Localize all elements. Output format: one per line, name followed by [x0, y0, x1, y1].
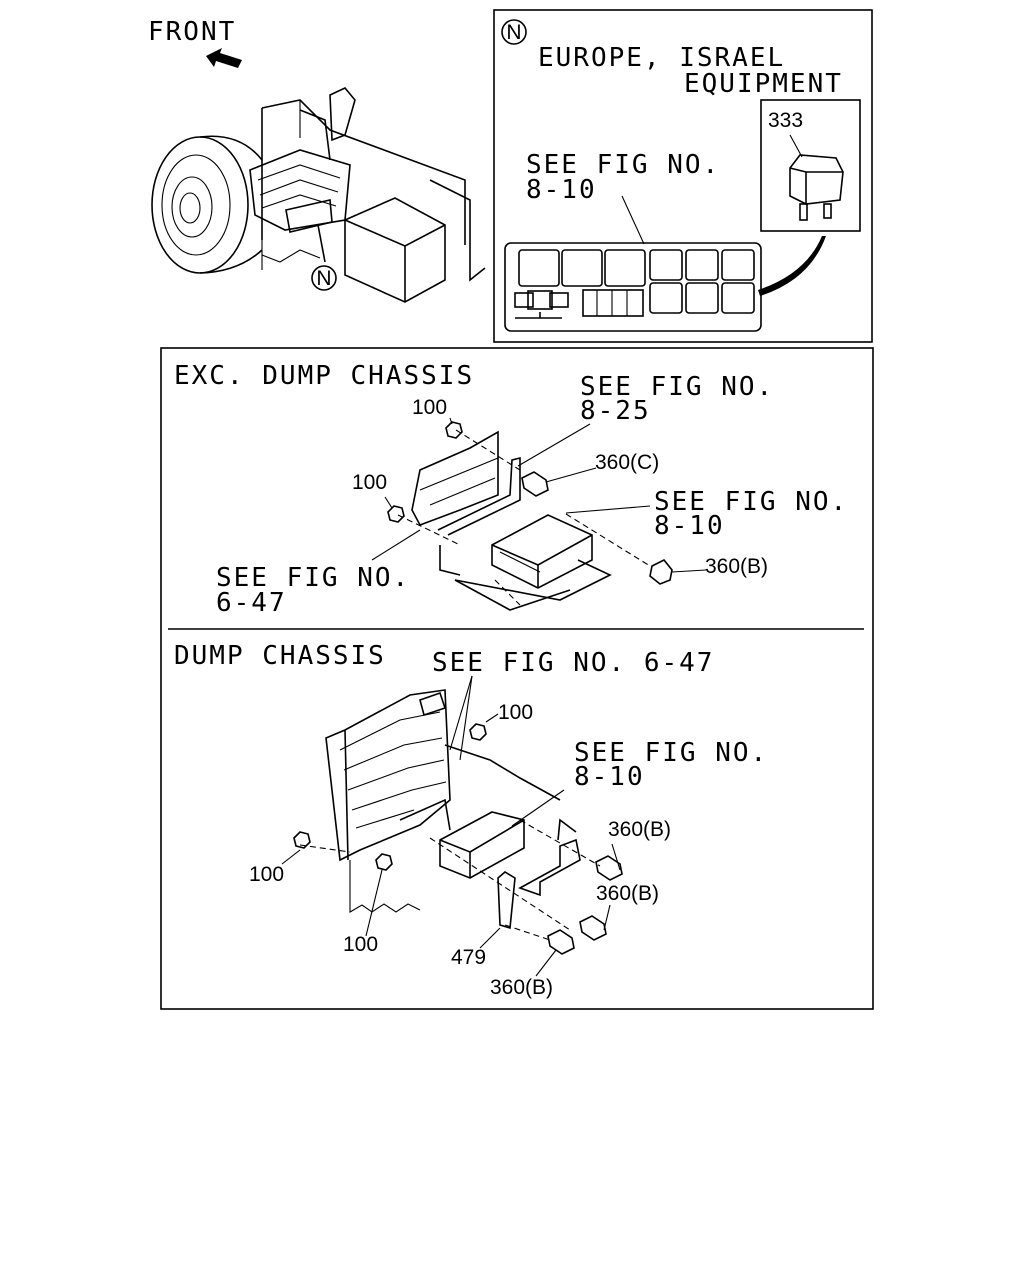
dump-part-360b-2: 360(B) — [596, 882, 659, 905]
dump-see-fig-mid-line2: 8-10 — [574, 762, 645, 792]
detail-n-title-line1: EUROPE, ISRAEL — [538, 43, 785, 73]
fuse-box-drawing — [504, 242, 762, 332]
wheel-drawing — [151, 135, 263, 274]
exc-dump-see-fig-b-line2: 8-10 — [654, 511, 725, 541]
exc-dump-see-fig-c-line2: 6-47 — [216, 588, 287, 618]
front-label: FRONT — [148, 17, 236, 47]
dump-see-fig-mid-line1: SEE FIG NO. — [574, 738, 768, 768]
detail-n-see-fig-line2: 8-10 — [526, 175, 597, 205]
dump-part-100-left: 100 — [249, 863, 284, 886]
detail-n-circle — [501, 19, 527, 45]
chassis-frame-drawing — [249, 87, 486, 303]
callout-n-symbol: N — [316, 267, 331, 290]
detail-n-see-fig-line1: SEE FIG NO. — [526, 150, 720, 180]
exc-dump-bracket-drawing — [371, 417, 707, 611]
exc-dump-part-100-b: 100 — [352, 471, 387, 494]
dump-part-360b-1: 360(B) — [608, 818, 671, 841]
exc-dump-see-fig-a-line1: SEE FIG NO. — [580, 372, 774, 402]
front-arrow-icon — [206, 48, 242, 68]
exc-dump-part-360c: 360(C) — [595, 451, 659, 474]
exc-dump-chassis-panel: EXC. DUMP CHASSIS SEE FIG NO. 8-25 100 3… — [174, 361, 848, 618]
relay-pointer-arrow — [758, 236, 826, 296]
chassis-panels-border — [160, 347, 874, 1010]
exc-dump-see-fig-a-line2: 8-25 — [580, 396, 651, 426]
detail-n-symbol: N — [506, 21, 521, 44]
dump-bracket-drawing — [281, 675, 623, 977]
relay-part-number: 333 — [768, 109, 803, 132]
dump-part-360b-3: 360(B) — [490, 976, 553, 999]
relay-333-detail: 333 — [758, 99, 861, 296]
detail-n-leader — [621, 195, 645, 245]
vehicle-overview: FRONT — [148, 17, 486, 303]
detail-n-panel: N EUROPE, ISRAEL EQUIPMENT SEE FIG NO. 8… — [493, 9, 873, 343]
dump-title: DUMP CHASSIS — [174, 641, 386, 671]
detail-n-title-line2: EQUIPMENT — [684, 69, 843, 99]
exc-dump-see-fig-c-line1: SEE FIG NO. — [216, 563, 410, 593]
dump-see-fig-top: SEE FIG NO. 6-47 — [432, 648, 714, 678]
exc-dump-see-fig-b-line1: SEE FIG NO. — [654, 487, 848, 517]
dump-part-479: 479 — [451, 946, 486, 969]
detail-n-border — [493, 9, 873, 343]
exc-dump-title: EXC. DUMP CHASSIS — [174, 361, 474, 391]
callout-n-circle — [311, 265, 337, 291]
exc-dump-part-360b: 360(B) — [705, 555, 768, 578]
dump-part-100-bottom: 100 — [343, 933, 378, 956]
exc-dump-part-100-a: 100 — [412, 396, 447, 419]
dump-part-100-top: 100 — [498, 701, 533, 724]
dump-chassis-panel: DUMP CHASSIS SEE FIG NO. 6-47 100 SEE FI… — [174, 641, 768, 999]
